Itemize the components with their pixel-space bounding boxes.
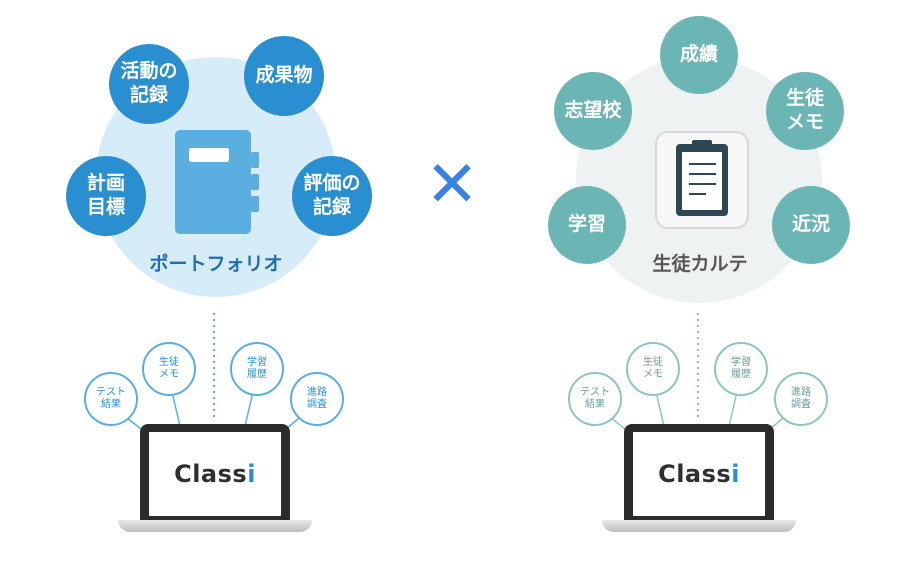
left-laptop-base: [118, 520, 312, 532]
student-record-node-student-memo: 生徒 メモ: [766, 72, 844, 150]
left-tag-learning-history: 学習 履歴: [230, 342, 284, 396]
clipboard-icon: [655, 131, 749, 229]
logo-accent-i-right: i: [731, 460, 740, 488]
student-record-node-recent-status: 近況: [772, 186, 850, 264]
portfolio-node-plan-goal: 計画 目標: [66, 156, 146, 236]
right-tag-test-results: テスト 結果: [568, 372, 622, 426]
right-tag-student-memo: 生徒 メモ: [626, 342, 680, 396]
notebook-icon: [175, 130, 259, 234]
student-record-node-grades: 成績: [660, 16, 738, 94]
student-record-node-learning: 学習: [548, 186, 626, 264]
left-tag-career-survey: 進路 調査: [290, 372, 344, 426]
portfolio-node-deliverables: 成果物: [244, 36, 324, 116]
cross-icon: ✕: [425, 148, 479, 222]
portfolio-caption: ポートフォリオ: [149, 253, 283, 275]
right-tag-learning-history: 学習 履歴: [714, 342, 768, 396]
left-tag-student-memo: 生徒 メモ: [142, 342, 196, 396]
portfolio-node-activity-record: 活動の 記録: [109, 44, 189, 124]
student-record-node-aspiration-school: 志望校: [554, 72, 632, 150]
right-tag-career-survey: 進路 調査: [774, 372, 828, 426]
student-record-caption: 生徒カルテ: [652, 253, 748, 275]
right-laptop-base: [602, 520, 796, 532]
logo-accent-i: i: [247, 460, 256, 488]
portfolio-node-evaluation-record: 評価の 記録: [292, 156, 372, 236]
left-tag-test-results: テスト 結果: [84, 372, 138, 426]
